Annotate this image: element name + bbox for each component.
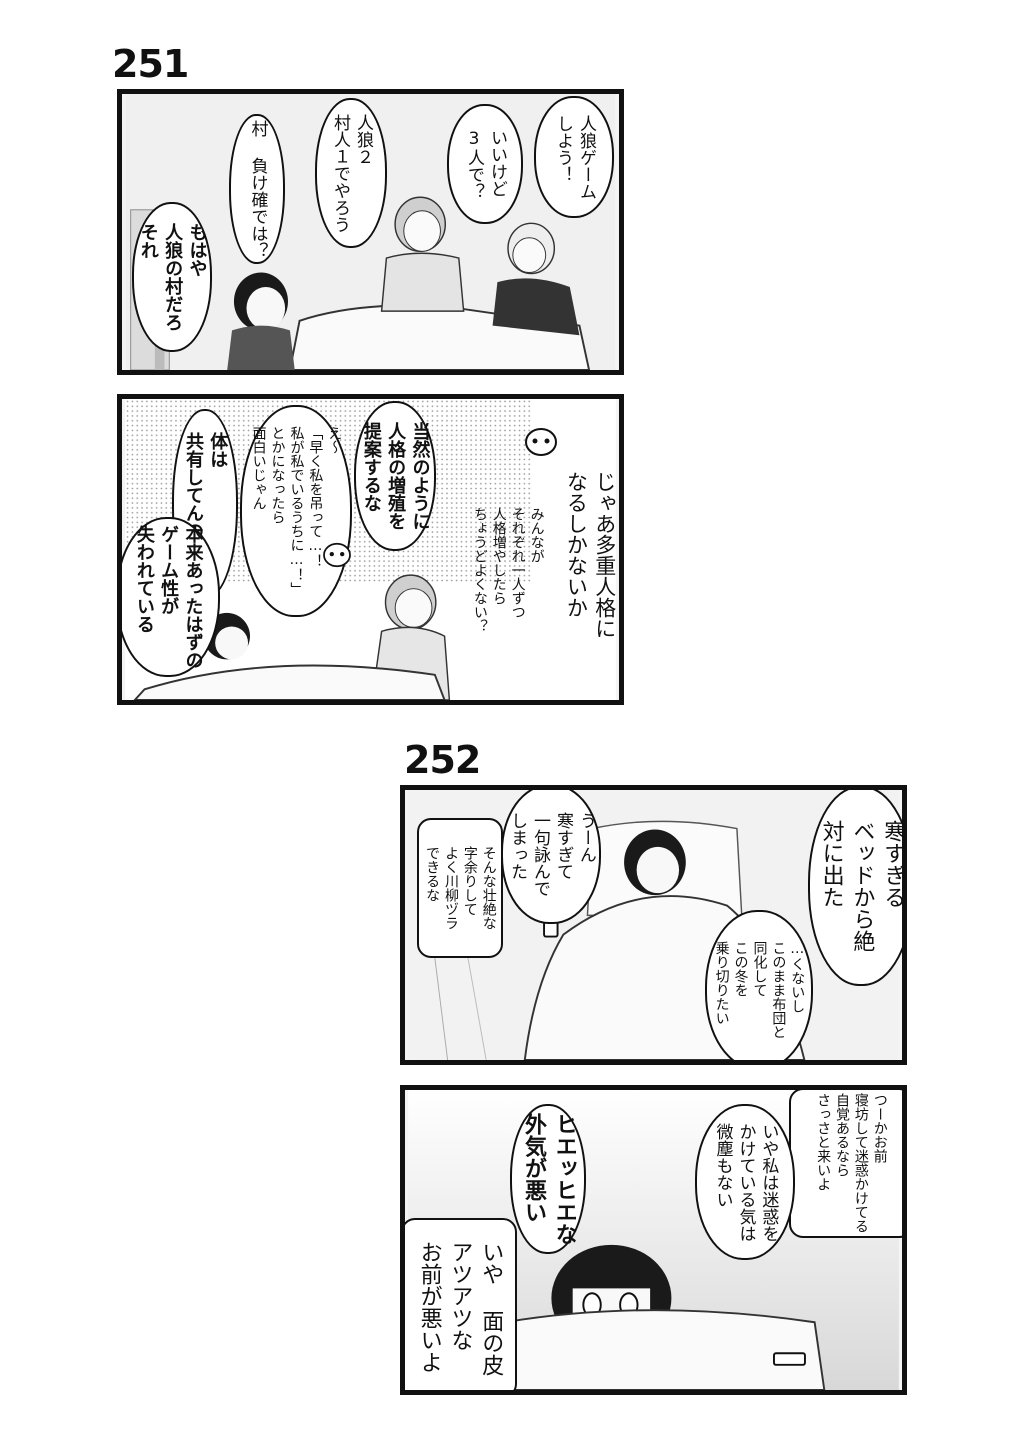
dialogue-text: 寒すぎる ベッドから絶 対に出た [818,820,906,952]
dialogue-text: もはや 人狼の村だろ それ [137,223,208,331]
speech-bubble: 本来あったはずの ゲーム性が 失われている [122,517,220,677]
speech-bubble: 村 負け確では？ [229,114,285,264]
dialogue-text: ヒエッヒエな 外気が悪い [521,1113,577,1245]
speech-bubble: 寒すぎる ベッドから絶 対に出た [808,790,906,986]
speech-bubble: うーん 寒すぎて 一句詠んで しまった [501,790,601,924]
speech-bubble: 人狼２ 村人１でやろう [315,98,387,248]
panel-251-1: 人狼ゲーム しよう！ いいけど 3人で？ 人狼２ 村人１でやろう 村 負け確では… [117,89,624,375]
dialogue-text: 本来あったはずの ゲーム性が 失われている [133,525,204,669]
dialogue-text: いや 面の皮 アツアツな お前が悪いよ [416,1240,504,1376]
dialogue-text: 人狼ゲーム しよう！ [553,114,596,200]
ghost-face-icon [323,542,351,568]
dialogue-text: …くないし このまま布団と 同化して この冬を 乗り切りたい [713,941,806,1039]
narration-text: じゃあ多重人格に なるしかないか [564,471,617,639]
speech-bubble: え〜 「早く私を吊って…！ 私が私でいるうちに…！」 とかになったら 面白いじゃ… [240,405,352,617]
panel-251-2: じゃあ多重人格に なるしかないか みんなが それぞれ一人ずつ 人格増やしたら ち… [117,394,624,705]
dialogue-text: みんなが それぞれ一人ずつ 人格増やしたら ちょうどよくない？ [471,507,545,633]
speech-bubble: いいけど 3人で？ [447,104,523,224]
speech-bubble: 人狼ゲーム しよう！ [534,96,614,218]
dialogue-text: 村 負け確では？ [247,119,268,259]
dialogue-text: 当然のように 人格の増殖を 提案するな [360,422,431,530]
speech-bubble: ヒエッヒエな 外気が悪い [510,1104,586,1254]
dialogue-text: 人狼２ 村人１でやろう [330,113,373,233]
strip-number-252: 252 [404,738,481,782]
speech-bubble: 当然のように 人格の増殖を 提案するな [354,401,436,551]
dialogue-text: いや私は迷惑を かけている気は 微塵もない [712,1122,779,1242]
dialogue-text: え〜 「早く私を吊って…！ 私が私でいるうちに…！」 とかになったら 面白いじゃ… [250,426,343,596]
strip-number-251: 251 [112,42,189,86]
ghost-face-icon [525,428,557,456]
dialogue-text: そんな壮絶な 字余りして よく川柳ヅラ できるな [424,846,497,930]
panel-252-2: つーかお前 寝坊して迷惑かけてる 自覚あるなら さっさと来いよ いや私は迷惑を … [400,1085,907,1395]
speech-bubble: そんな壮絶な 字余りして よく川柳ヅラ できるな [417,818,503,958]
speech-bubble: もはや 人狼の村だろ それ [132,202,212,352]
speech-bubble: いや私は迷惑を かけている気は 微塵もない [695,1104,795,1260]
speech-bubble: いや 面の皮 アツアツな お前が悪いよ [405,1218,517,1390]
panel-252-1: 寒すぎる ベッドから絶 対に出た …くないし このまま布団と 同化して この冬を… [400,785,907,1065]
dialogue-text: つーかお前 寝坊して迷惑かけてる 自覚あるなら さっさと来いよ [815,1093,888,1233]
speech-bubble: …くないし このまま布団と 同化して この冬を 乗り切りたい [705,910,813,1060]
dialogue-text: うーん 寒すぎて 一句詠んで しまった [507,811,596,897]
speech-bubble: つーかお前 寝坊して迷惑かけてる 自覚あるなら さっさと来いよ [789,1090,902,1238]
dialogue-text: いいけど 3人で？ [464,128,507,200]
